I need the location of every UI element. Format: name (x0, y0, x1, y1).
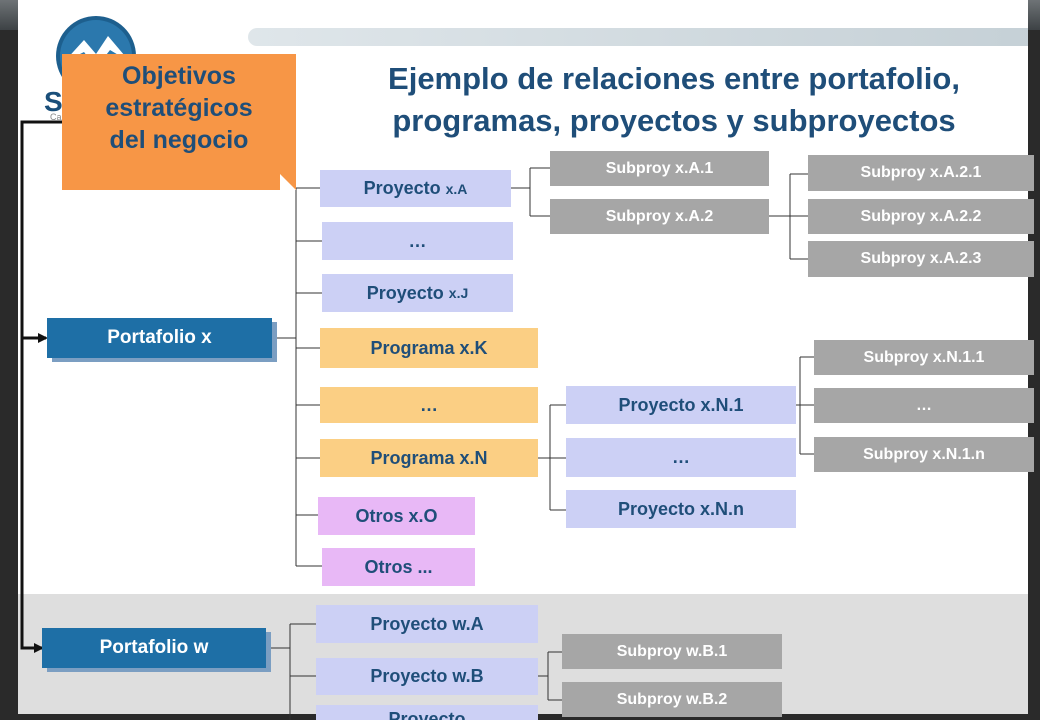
subproject-wb2-box: Subproy w.B.2 (562, 682, 782, 717)
logo-subtext: Cap (50, 112, 67, 122)
strategic-objectives-box: Objetivos estratégicos del negocio (62, 54, 296, 190)
subproject-xa22-box: Subproy x.A.2.2 (808, 199, 1034, 234)
portfolio-x-box: Portafolio x (47, 318, 272, 358)
other-more-box: Otros ... (322, 548, 475, 586)
title-line-1: Ejemplo de relaciones entre portafolio, (388, 61, 960, 96)
subproject-xn1-ellipsis-box: … (814, 388, 1034, 423)
other-xo-box: Otros x.O (318, 497, 475, 535)
objectives-line-2: estratégicos (105, 94, 253, 122)
project-xn-ellipsis-box: … (566, 438, 796, 477)
project-xnn-box: Proyecto x.N.n (566, 490, 796, 528)
project-xj-label: Proyecto (366, 282, 444, 303)
project-wa-box: Proyecto w.A (316, 605, 538, 643)
project-partial-box: Proyecto (316, 705, 538, 720)
objectives-line-3: del negocio (109, 126, 249, 154)
project-xa-label: Proyecto (363, 178, 441, 198)
project-xa-suffix: x.A (445, 180, 468, 197)
title-band (248, 28, 1028, 46)
subproject-xn1n-box: Subproy x.N.1.n (814, 437, 1034, 472)
page-title: Ejemplo de relaciones entre portafolio, … (318, 58, 1030, 142)
project-xn1-box: Proyecto x.N.1 (566, 386, 796, 424)
objectives-line-1: Objetivos (122, 62, 236, 90)
project-xj-suffix: x.J (448, 285, 469, 301)
subproject-xa1-box: Subproy x.A.1 (550, 151, 769, 186)
subproject-xa21-box: Subproy x.A.2.1 (808, 155, 1034, 191)
program-xn-box: Programa x.N (320, 439, 538, 477)
project-wb-box: Proyecto w.B (316, 658, 538, 695)
subproject-xa23-box: Subproy x.A.2.3 (808, 241, 1034, 277)
program-ellipsis-box: … (320, 387, 538, 423)
portfolio-w-box: Portafolio w (42, 628, 266, 668)
project-ellipsis-box: … (322, 222, 513, 260)
subproject-xa2-box: Subproy x.A.2 (550, 199, 769, 234)
objectives-corner-fold (280, 174, 296, 190)
program-xk-box: Programa x.K (320, 328, 538, 368)
logo-text: S (44, 86, 63, 117)
title-line-2: programas, proyectos y subproyectos (392, 103, 956, 138)
subproject-wb1-box: Subproy w.B.1 (562, 634, 782, 669)
subproject-xn11-box: Subproy x.N.1.1 (814, 340, 1034, 375)
